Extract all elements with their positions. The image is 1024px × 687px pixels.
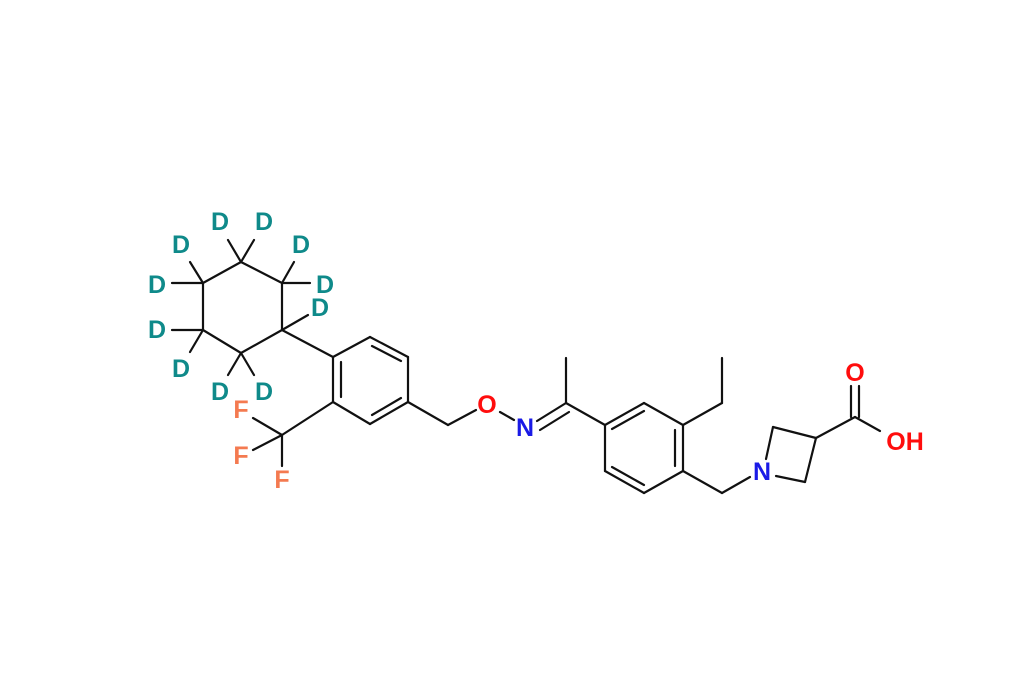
- cf3-bonds: [251, 400, 335, 468]
- atom-label-f: F: [233, 442, 248, 470]
- atom-label-d: D: [211, 208, 229, 236]
- fluorine-labels: F F F: [233, 396, 289, 494]
- ethyl-bonds: [681, 356, 724, 427]
- atom-label-d: D: [311, 294, 329, 322]
- atom-label-f: F: [274, 466, 289, 494]
- atom-label-d: D: [148, 316, 166, 344]
- benzene-ring-2: [603, 401, 685, 495]
- atom-label-d: D: [292, 231, 310, 259]
- cd-bonds: [170, 238, 312, 377]
- atom-label-d: D: [316, 271, 334, 299]
- atom-label-ether-o: O: [477, 391, 496, 419]
- atom-label-d: D: [211, 378, 229, 406]
- atom-label-hydroxyl: OH: [886, 428, 924, 456]
- atom-label-d: D: [255, 208, 273, 236]
- atom-label-azetidine-n: N: [753, 458, 771, 486]
- benzene-ring-1: [331, 335, 410, 426]
- azetidine-bonds: [681, 425, 818, 495]
- cyclohexyl-aryl-bond: [280, 328, 335, 359]
- linker-bonds: [406, 356, 607, 432]
- atom-label-f: F: [233, 396, 248, 424]
- atom-label-oxime-n: N: [516, 414, 534, 442]
- atom-label-d: D: [172, 355, 190, 383]
- deuterium-labels: D D D D D D D D D D D: [148, 208, 334, 406]
- carboxyl-bonds: [814, 384, 882, 440]
- atom-label-carbonyl-o: O: [845, 359, 864, 387]
- atom-label-d: D: [255, 378, 273, 406]
- atom-label-d: D: [148, 271, 166, 299]
- atom-label-d: D: [172, 231, 190, 259]
- cyclohexane-ring: [201, 260, 284, 355]
